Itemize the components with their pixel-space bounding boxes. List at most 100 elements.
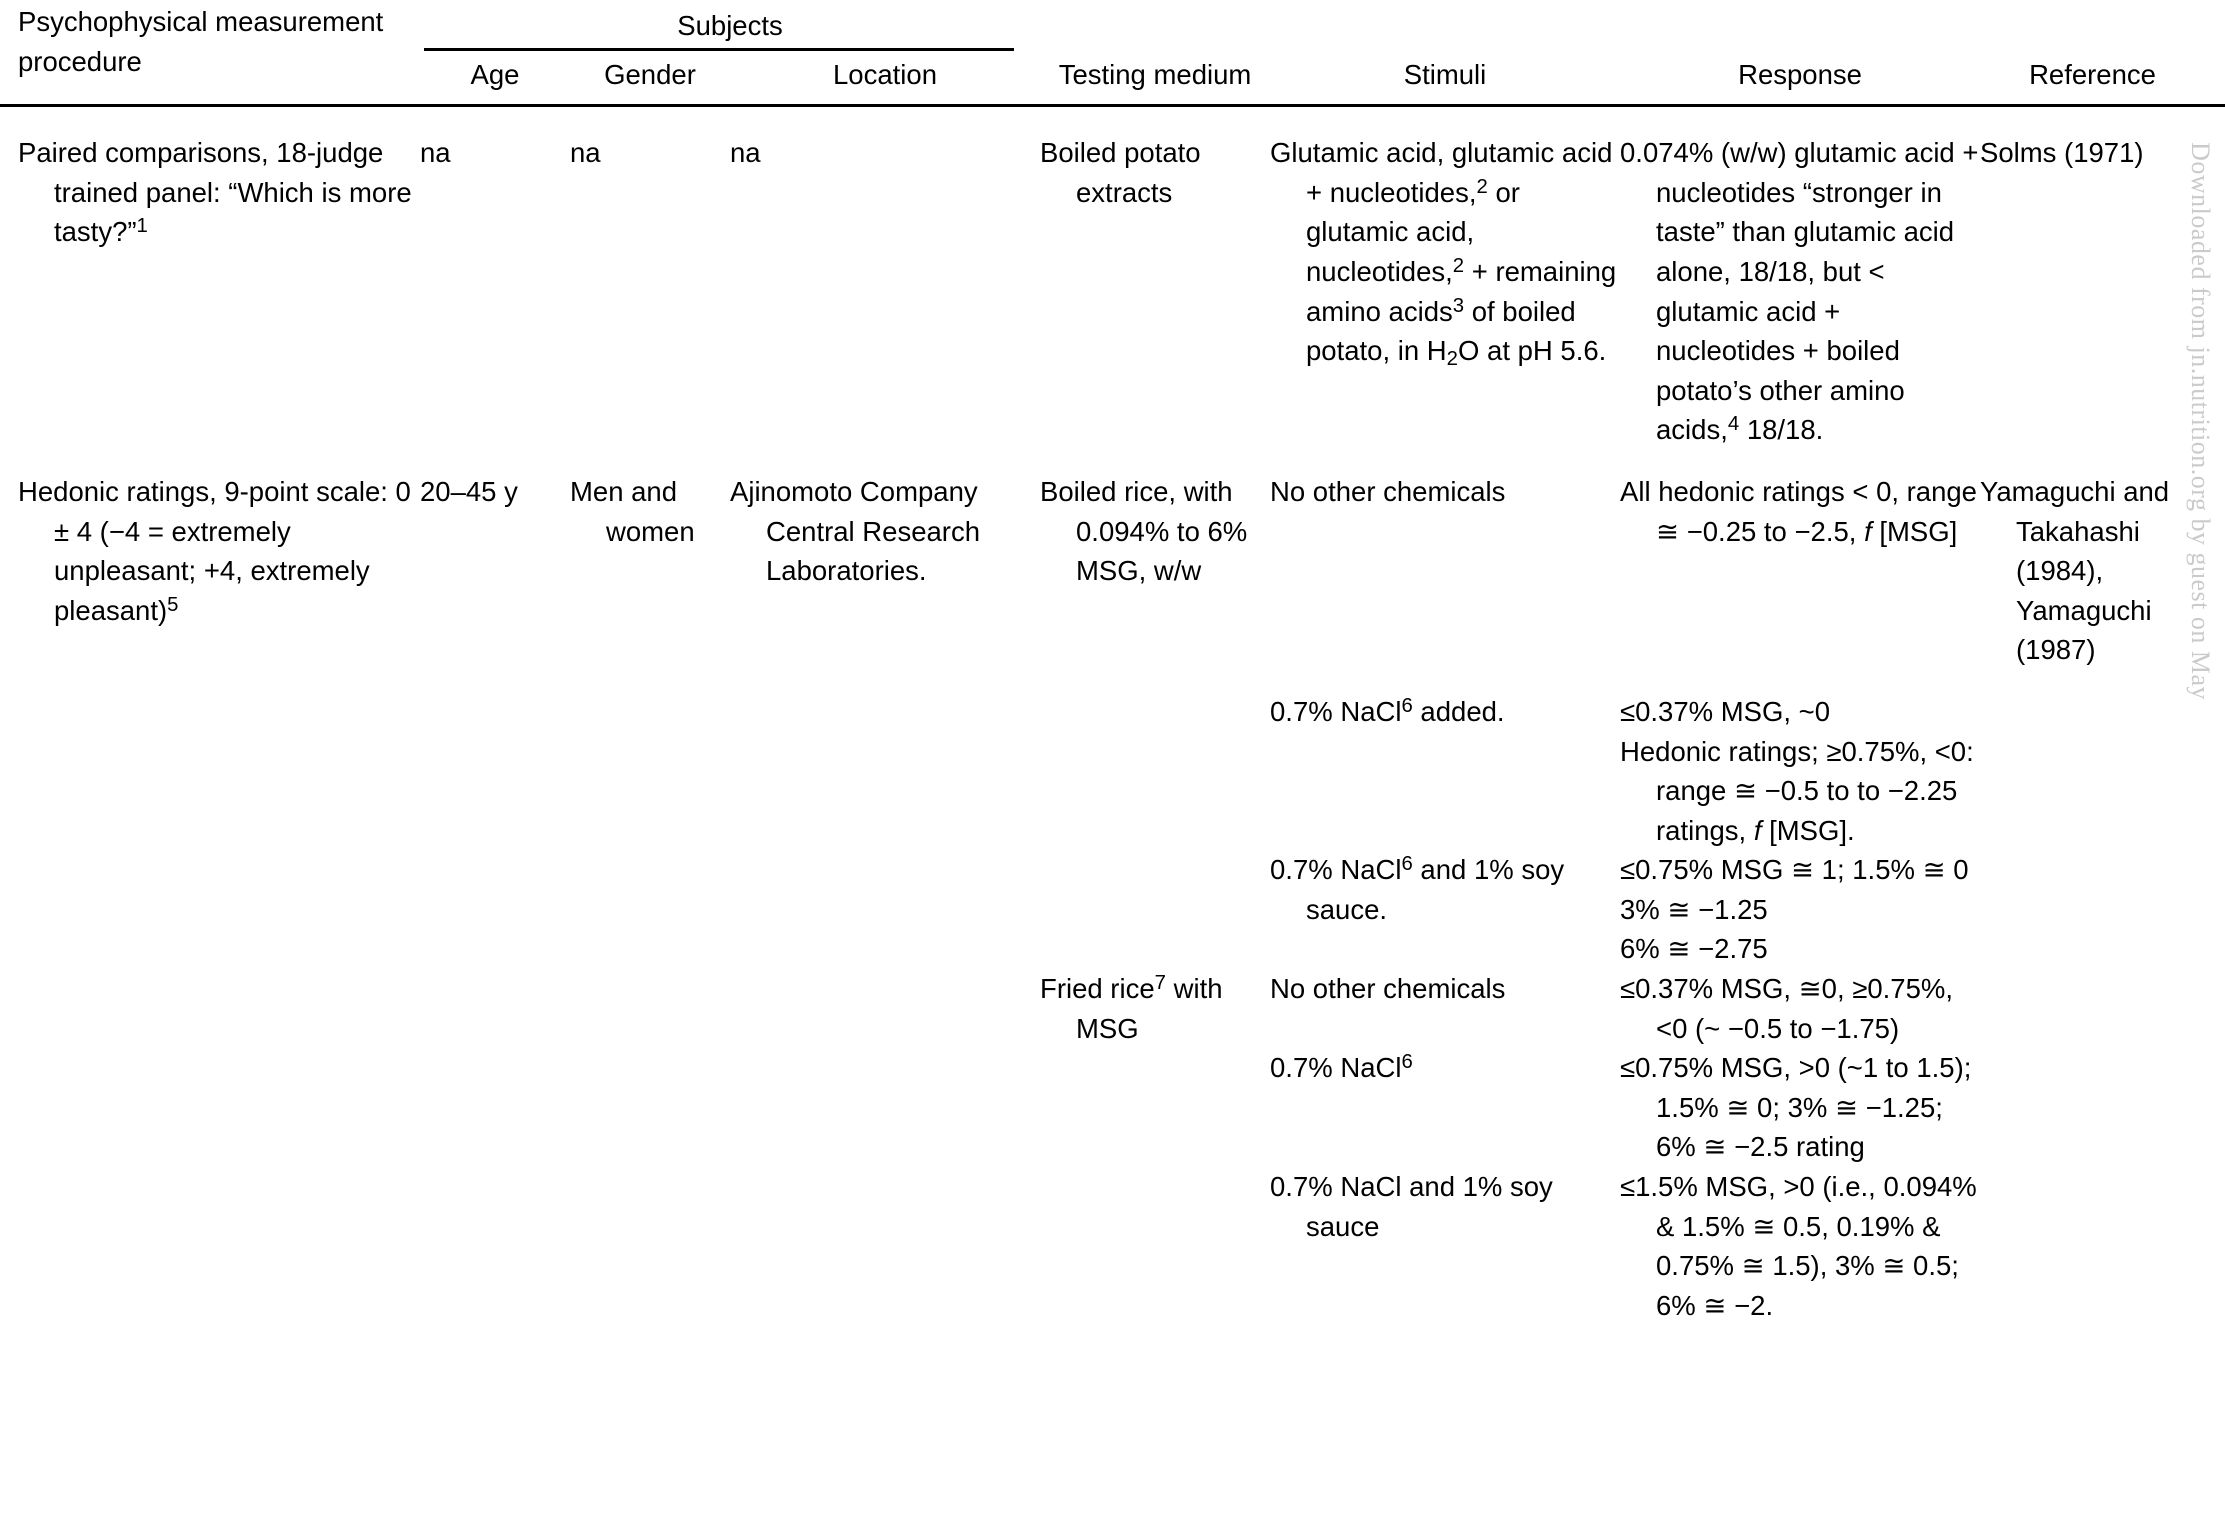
cell-response: ≤0.75% MSG, >0 (~1 to 1.5); 1.5% ≅ 0; 3%… xyxy=(1620,1048,1980,1167)
stimuli-text: 0.7% NaCl6 added. xyxy=(1270,694,1505,727)
cell-procedure xyxy=(0,692,420,850)
cell-gender xyxy=(570,969,730,1048)
cell-procedure xyxy=(0,1048,420,1167)
cell-age xyxy=(420,1048,570,1167)
cell-response: ≤0.75% MSG ≅ 1; 1.5% ≅ 0 3% ≅ −1.25 6% ≅… xyxy=(1620,850,1980,969)
cell-procedure xyxy=(0,969,420,1048)
cell-testing-medium xyxy=(1040,1048,1270,1167)
cell-stimuli: 0.7% NaCl6 and 1% soy sauce. xyxy=(1270,850,1620,969)
cell-gender: na xyxy=(570,137,601,169)
cell-location xyxy=(730,1048,1040,1167)
gender-text: Men and women xyxy=(570,475,695,547)
cell-location: Ajinomoto Company Central Research Labor… xyxy=(730,472,1040,670)
procedure-text: Hedonic ratings, 9-point scale: 0 ± 4 (−… xyxy=(18,475,411,626)
cell-response: ≤1.5% MSG, >0 (i.e., 0.094% & 1.5% ≅ 0.5… xyxy=(1620,1167,1980,1325)
header-testing-medium-label: Testing medium xyxy=(1058,58,1252,90)
cell-reference xyxy=(1980,850,2225,969)
cell-stimuli: Glutamic acid, glutamic acid + nucleotid… xyxy=(1270,133,1620,450)
cell-gender xyxy=(570,692,730,850)
cell-procedure: Hedonic ratings, 9-point scale: 0 ± 4 (−… xyxy=(0,472,420,670)
cell-procedure: Paired comparisons, 18-judge trained pan… xyxy=(0,133,420,450)
header-response: Response xyxy=(1738,58,1862,90)
stimuli-text: 0.7% NaCl and 1% soy sauce xyxy=(1270,1171,1553,1242)
header-testing-medium: Testing medium xyxy=(1040,0,1270,104)
row-gap xyxy=(0,670,2225,692)
cell-age xyxy=(420,850,570,969)
header-subjects-group: Subjects xyxy=(420,0,1040,55)
table-row: 0.7% NaCl and 1% soy sauce ≤1.5% MSG, >0… xyxy=(0,1167,2225,1325)
response-text-3: 6% ≅ −2.75 xyxy=(1620,933,1768,965)
cell-testing-medium: Boiled potato extracts xyxy=(1040,133,1270,450)
response-text: ≤0.37% MSG, ~0 xyxy=(1620,695,1830,727)
cell-reference xyxy=(1980,969,2225,1048)
response-text: ≤0.37% MSG, ≅0, ≥0.75%, <0 (~ −0.5 to −1… xyxy=(1620,973,1953,1044)
table-row: 0.7% NaCl6 added. ≤0.37% MSG, ~0 Hedonic… xyxy=(0,692,2225,850)
header-group-row: Psychophysical measurement procedure Sub… xyxy=(0,0,2225,90)
response-text-2: Hedonic ratings; ≥0.75%, <0: range ≅ −0.… xyxy=(1620,735,1974,846)
cell-response: 0.074% (w/w) glutamic acid + nucleotides… xyxy=(1620,133,1980,450)
cell-location xyxy=(730,1167,1040,1325)
cell-age xyxy=(420,969,570,1048)
cell-response: All hedonic ratings < 0, range ≅ −0.25 t… xyxy=(1620,472,1980,670)
cell-stimuli: 0.7% NaCl6 added. xyxy=(1270,692,1620,850)
testing-medium-text: Boiled rice, with 0.094% to 6% MSG, w/w xyxy=(1040,475,1248,587)
cell-gender: Men and women xyxy=(570,472,730,670)
stimuli-text: Glutamic acid, glutamic acid + nucleotid… xyxy=(1270,137,1617,371)
row-gap xyxy=(0,450,2225,472)
header-subcols-row: Age Gender Location xyxy=(0,55,2225,105)
reference-text: Yamaguchi and Takahashi (1984), Yamaguch… xyxy=(1980,475,2170,666)
cell-response: ≤0.37% MSG, ~0 Hedonic ratings; ≥0.75%, … xyxy=(1620,692,1980,850)
table-row: Fried rice7 with MSG No other chemicals … xyxy=(0,969,2225,1048)
response-text: ≤0.75% MSG, >0 (~1 to 1.5); 1.5% ≅ 0; 3%… xyxy=(1620,1052,1972,1163)
cell-response: ≤0.37% MSG, ≅0, ≥0.75%, <0 (~ −0.5 to −1… xyxy=(1620,969,1980,1048)
psychophysical-studies-table: Psychophysical measurement procedure Sub… xyxy=(0,0,2225,1325)
stimuli-text: 0.7% NaCl6 and 1% soy sauce. xyxy=(1270,853,1565,925)
cell-stimuli: 0.7% NaCl6 xyxy=(1270,1048,1620,1167)
table-row: 0.7% NaCl6 and 1% soy sauce. ≤0.75% MSG … xyxy=(0,850,2225,969)
response-text-2: 3% ≅ −1.25 xyxy=(1620,893,1768,925)
header-subjects-label: Subjects xyxy=(677,10,783,41)
cell-age: na xyxy=(420,137,451,169)
cell-gender xyxy=(570,1167,730,1325)
cell-reference xyxy=(1980,1167,2225,1325)
header-location: Location xyxy=(833,58,937,90)
header-procedure: Psychophysical measurement procedure xyxy=(18,6,384,77)
stimuli-text: No other chemicals xyxy=(1270,475,1506,507)
header-age: Age xyxy=(470,58,520,90)
cell-testing-medium xyxy=(1040,1167,1270,1325)
cell-gender xyxy=(570,1048,730,1167)
procedure-text: Paired comparisons, 18-judge trained pan… xyxy=(18,137,412,248)
location-text: Ajinomoto Company Central Research Labor… xyxy=(730,475,980,587)
cell-testing-medium: Boiled rice, with 0.094% to 6% MSG, w/w xyxy=(1040,472,1270,670)
cell-reference: Yamaguchi and Takahashi (1984), Yamaguch… xyxy=(1980,472,2225,670)
table-row: Paired comparisons, 18-judge trained pan… xyxy=(0,133,2225,450)
header-bottom-rule xyxy=(0,103,2225,107)
cell-procedure xyxy=(0,850,420,969)
testing-medium-text: Boiled potato extracts xyxy=(1040,137,1201,208)
cell-testing-medium xyxy=(1040,850,1270,969)
table-row: 0.7% NaCl6 ≤0.75% MSG, >0 (~1 to 1.5); 1… xyxy=(0,1048,2225,1167)
response-text: ≤0.75% MSG ≅ 1; 1.5% ≅ 0 xyxy=(1620,854,1969,886)
testing-medium-text: Fried rice7 with MSG xyxy=(1040,972,1223,1044)
table-row: Hedonic ratings, 9-point scale: 0 ± 4 (−… xyxy=(0,472,2225,670)
subjects-span-rule xyxy=(424,47,1015,51)
header-reference: Reference xyxy=(2029,58,2156,90)
cell-age: 20–45 y xyxy=(420,475,518,507)
header-gender: Gender xyxy=(604,58,696,90)
rule-spacer xyxy=(0,106,2225,134)
header-stimuli: Stimuli xyxy=(1403,58,1487,90)
cell-testing-medium xyxy=(1040,692,1270,850)
cell-gender xyxy=(570,850,730,969)
cell-testing-medium: Fried rice7 with MSG xyxy=(1040,969,1270,1048)
cell-age xyxy=(420,692,570,850)
cell-location: na xyxy=(730,137,761,169)
cell-location xyxy=(730,850,1040,969)
cell-reference: Solms (1971) xyxy=(1980,137,2144,169)
response-text: 0.074% (w/w) glutamic acid + nucleotides… xyxy=(1620,137,1979,446)
cell-stimuli: No other chemicals xyxy=(1270,472,1620,670)
cell-age xyxy=(420,1167,570,1325)
cell-reference xyxy=(1980,692,2225,850)
stimuli-text: 0.7% NaCl6 xyxy=(1270,1051,1413,1084)
cell-reference xyxy=(1980,1048,2225,1167)
